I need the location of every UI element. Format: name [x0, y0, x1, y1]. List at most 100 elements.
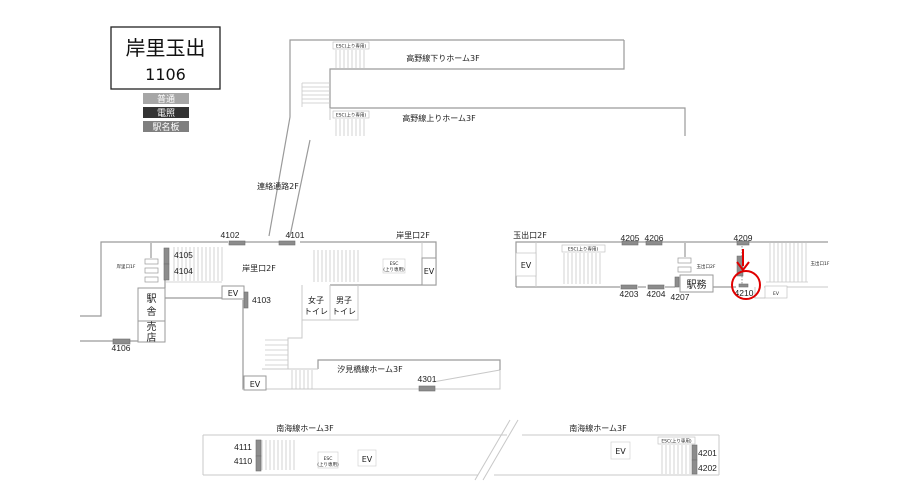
- sign-label-4205: 4205: [621, 233, 640, 243]
- escalator-label: ESC(上り専用): [336, 112, 367, 119]
- escalator-nankai-right: ESC(上り専用): [657, 436, 696, 474]
- kishisato-2f-label-right: 岸里口2F: [396, 231, 430, 240]
- station-office: [679, 274, 714, 293]
- sign-4111[interactable]: [255, 439, 262, 457]
- stairs-koya-left: [301, 82, 330, 107]
- sign-label-4106: 4106: [112, 343, 131, 353]
- koya-down-platform-label: 高野線下りホーム3F: [406, 53, 480, 63]
- ev-label: EV: [250, 380, 261, 389]
- elevator-nankai-left: [357, 449, 377, 467]
- tamade-2f-label: 玉出口2F: [513, 230, 547, 240]
- sign-4206[interactable]: [645, 240, 663, 246]
- sign-4101[interactable]: [278, 240, 296, 246]
- tamade-concourse: EV ESC(上り専用) 玉出口2F 玉出口2F 駅務: [513, 230, 830, 299]
- sign-label-4101: 4101: [286, 230, 305, 240]
- sign-4104[interactable]: [163, 263, 170, 281]
- sign-label-4202: 4202: [698, 463, 717, 473]
- shiomibashi-platform-label: 汐見橋線ホーム3F: [337, 364, 403, 374]
- sign-label-4103: 4103: [252, 295, 271, 305]
- sign-label-4110: 4110: [234, 456, 253, 466]
- sign-label-4104: 4104: [174, 266, 193, 276]
- sign-4110[interactable]: [255, 455, 262, 472]
- elevator-shiomibashi: [243, 375, 267, 391]
- escalator-sublabel: (上り専用): [383, 266, 405, 273]
- shop-label-2: 店: [147, 331, 157, 344]
- stairs-kishisato-2f: [313, 250, 359, 282]
- kishisato-concourse: 岸里口1F 岸里口2F 岸里口2F 駅 舎 売 店 EV EV EV ESC (…: [80, 231, 501, 391]
- escalator-label: ESC: [324, 456, 333, 462]
- elevator-tamade-left: [515, 252, 537, 277]
- sign-4301[interactable]: [418, 385, 436, 392]
- mens-toilet-label-2: トイレ: [332, 307, 356, 316]
- koya-platforms: ESC(上り専用) 高野線下りホーム3F ESC(上り専用) 高野線上りホーム3…: [268, 39, 686, 237]
- legend-swatch-lit: [143, 107, 189, 118]
- sign-label-4102: 4102: [221, 230, 240, 240]
- legend: 普通 電照 駅名板: [143, 93, 189, 133]
- sign-4105[interactable]: [163, 247, 170, 265]
- stairs-nankai-left: [261, 440, 295, 470]
- womens-toilet-label-2: トイレ: [304, 307, 328, 316]
- target-highlight: [731, 249, 761, 300]
- legend-swatch-normal: [143, 93, 189, 104]
- ev-label: EV: [424, 267, 435, 276]
- kishisato-2f-label-left: 岸里口2F: [242, 264, 276, 273]
- sign-4207[interactable]: [674, 276, 680, 288]
- nankai-platform-label-right: 南海線ホーム3F: [569, 423, 627, 433]
- sign-4102[interactable]: [228, 240, 246, 246]
- ev-label: EV: [521, 261, 532, 270]
- escalator-kishisato: ESC (上り専用): [382, 258, 406, 274]
- target-circle: [731, 270, 761, 300]
- kishisato-1f-label: 岸里口1F: [117, 263, 136, 270]
- escalator-sublabel: (上り専用): [317, 461, 339, 468]
- nankai-platform-label-left: 南海線ホーム3F: [276, 423, 334, 433]
- ev-label: EV: [228, 289, 239, 298]
- legend-label-station-sign: 駅名板: [152, 121, 179, 133]
- elevator-nankai-right: [610, 441, 631, 460]
- sign-4103[interactable]: [243, 291, 249, 309]
- elevator-kishisato-right: [421, 257, 437, 286]
- ev-label: EV: [362, 455, 373, 464]
- legend-label-normal: 普通: [157, 93, 175, 105]
- connecting-passage-label: 連絡通路2F: [257, 181, 299, 191]
- escalator-label: ESC(上り専用): [661, 438, 692, 445]
- sign-4205[interactable]: [621, 240, 639, 246]
- escalator-label: ESC: [390, 261, 399, 267]
- station-building-label-2: 舎: [147, 306, 157, 318]
- station-office-label: 駅務: [687, 278, 707, 291]
- ev-label: EV: [615, 447, 626, 456]
- sign-label-4301: 4301: [418, 374, 437, 384]
- sign-markers: 4102 4101 4105 4104 4103 4106 4301 4111 …: [112, 230, 754, 475]
- station-code: 1106: [145, 65, 186, 84]
- red-arrow-icon: [736, 261, 750, 272]
- sign-4201[interactable]: [691, 444, 698, 461]
- sign-label-4209: 4209: [734, 233, 753, 243]
- tamade-2f-inner-label: 玉出口2F: [697, 263, 716, 270]
- sign-label-4206: 4206: [645, 233, 664, 243]
- legend-swatch-station-sign: [143, 121, 189, 132]
- sign-4202[interactable]: [691, 459, 698, 475]
- escalator-koya-down: ESC(上り専用): [332, 41, 370, 68]
- stairs-tamade-1f: [766, 243, 808, 283]
- stairs-shiomibashi: [265, 339, 313, 389]
- sign-4210[interactable]: [738, 283, 749, 288]
- sign-label-4204: 4204: [647, 289, 666, 299]
- mens-toilet-label-1: 男子: [336, 296, 352, 305]
- station-title-box: 岸里玉出 1106: [110, 26, 221, 90]
- sign-4106[interactable]: [112, 338, 131, 345]
- sign-4204[interactable]: [647, 284, 665, 290]
- legend-label-lit: 電照: [157, 108, 175, 119]
- escalator-label: ESC(上り専用): [568, 246, 599, 253]
- shop: [137, 320, 166, 343]
- escalator-tamade: ESC(上り専用): [561, 244, 606, 284]
- womens-toilet-label-1: 女子: [308, 295, 324, 305]
- sign-label-4111: 4111: [234, 442, 252, 452]
- shop-label-1: 売: [147, 320, 157, 333]
- sign-4209[interactable]: [736, 240, 750, 246]
- sign-4203[interactable]: [620, 284, 638, 290]
- sign-label-4207: 4207: [671, 292, 690, 302]
- escalator-nankai-left: ESC (上り専用): [317, 451, 339, 469]
- nankai-platform: 南海線ホーム3F 南海線ホーム3F ESC (上り専用) EV EV ESC(上…: [202, 419, 720, 481]
- escalator-label: ESC(上り専用): [336, 43, 367, 50]
- ticket-gates: [144, 243, 159, 283]
